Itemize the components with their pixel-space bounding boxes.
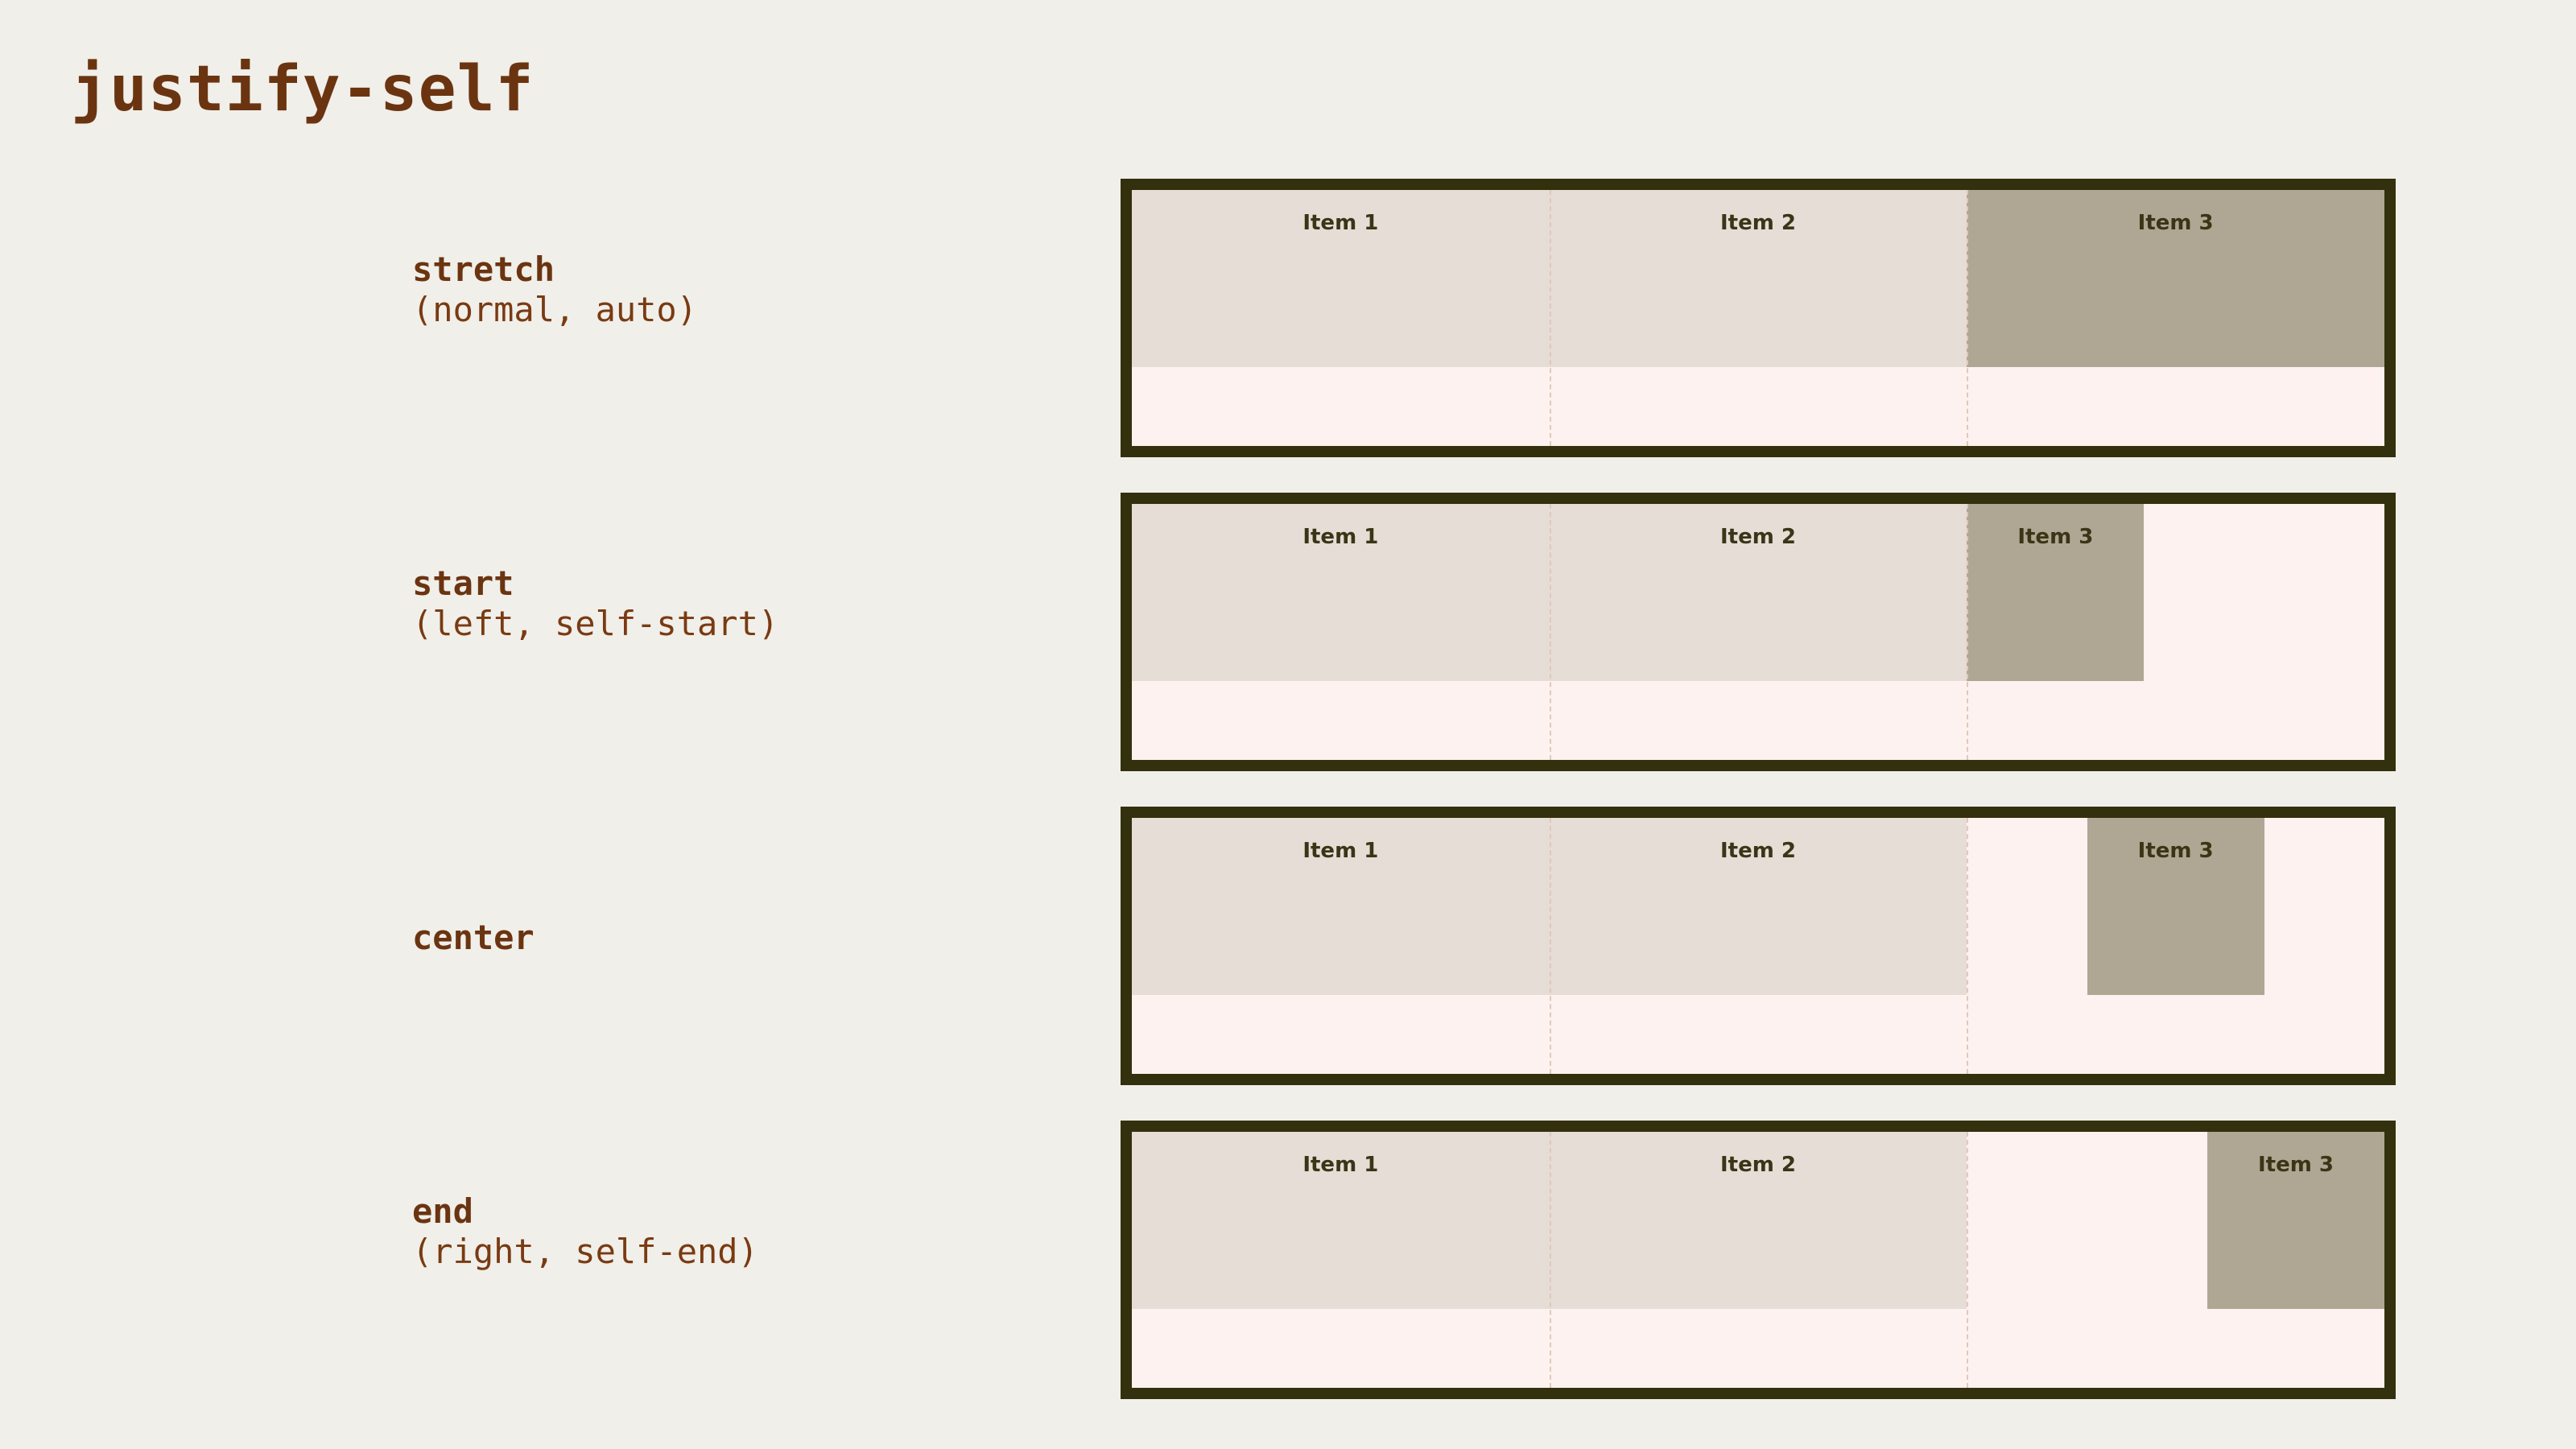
grid-start: Item 1 Item 2 Item 3	[1132, 504, 2384, 760]
grid-container-center: Item 1 Item 2 Item 3	[1121, 807, 2396, 1085]
grid-container-start: Item 1 Item 2 Item 3	[1121, 493, 2396, 771]
grid-item-3: Item 3	[1967, 190, 2384, 367]
row-label-start: start (left, self-start)	[412, 564, 1072, 643]
column-guide-2	[1967, 1132, 1969, 1388]
column-guide-2	[1967, 818, 1969, 1074]
demo-row-stretch: stretch (normal, auto) Item 1 Item 2 Ite…	[0, 179, 2576, 457]
grid-center: Item 1 Item 2 Item 3	[1132, 818, 2384, 1074]
page-title: justify-self	[71, 53, 535, 126]
row-label-name: stretch	[412, 250, 555, 289]
row-label-name: start	[412, 564, 514, 603]
grid-item-1: Item 1	[1132, 1132, 1550, 1309]
grid-item-3: Item 3	[2087, 818, 2264, 995]
demo-row-center: center Item 1 Item 2 Item 3	[0, 807, 2576, 1085]
row-label-end: end (right, self-end)	[412, 1191, 1072, 1271]
row-label-stretch: stretch (normal, auto)	[412, 250, 1072, 329]
row-label-name: center	[412, 918, 535, 957]
row-label-alias: (left, self-start)	[412, 603, 779, 643]
grid-item-2: Item 2	[1549, 504, 1967, 681]
grid-item-2: Item 2	[1549, 1132, 1967, 1309]
row-label-alias: (right, self-end)	[412, 1231, 758, 1271]
row-label-center: center	[412, 918, 1072, 958]
row-label-name: end	[412, 1191, 473, 1231]
grid-container-stretch: Item 1 Item 2 Item 3	[1121, 179, 2396, 457]
grid-item-2: Item 2	[1549, 818, 1967, 995]
grid-item-1: Item 1	[1132, 818, 1550, 995]
grid-end: Item 1 Item 2 Item 3	[1132, 1132, 2384, 1388]
demo-rows: stretch (normal, auto) Item 1 Item 2 Ite…	[0, 179, 2576, 1435]
grid-item-1: Item 1	[1132, 504, 1550, 681]
grid-item-3: Item 3	[1967, 504, 2145, 681]
demo-row-start: start (left, self-start) Item 1 Item 2 I…	[0, 493, 2576, 771]
grid-item-1: Item 1	[1132, 190, 1550, 367]
grid-item-3: Item 3	[2207, 1132, 2384, 1309]
grid-item-2: Item 2	[1549, 190, 1967, 367]
demo-row-end: end (right, self-end) Item 1 Item 2 Item…	[0, 1121, 2576, 1399]
row-label-alias: (normal, auto)	[412, 289, 698, 329]
grid-stretch: Item 1 Item 2 Item 3	[1132, 190, 2384, 446]
grid-container-end: Item 1 Item 2 Item 3	[1121, 1121, 2396, 1399]
